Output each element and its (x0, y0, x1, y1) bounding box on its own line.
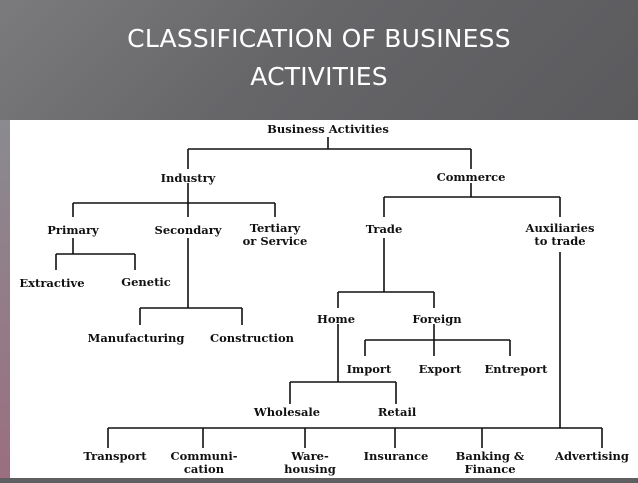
left-accent-bar (0, 120, 10, 478)
node-primary: Primary (47, 223, 99, 237)
title-line-2: ACTIVITIES (250, 62, 388, 91)
node-genetic: Genetic (121, 275, 171, 289)
diagram-sheet: Business Activities Industry Commerce Pr… (10, 120, 638, 478)
node-warehousing-line-1: Ware- (290, 449, 329, 463)
connector-commerce (383, 183, 561, 217)
node-foreign: Foreign (412, 312, 462, 326)
node-advertising: Advertising (554, 449, 629, 463)
node-banking-line-2: Finance (464, 462, 515, 476)
node-trade: Trade (366, 222, 403, 236)
node-retail: Retail (378, 405, 417, 419)
node-communication-line-2: cation (184, 462, 225, 476)
node-secondary: Secondary (155, 223, 222, 237)
node-auxiliaries-line-2: to trade (534, 234, 585, 248)
node-wholesale: Wholesale (253, 405, 320, 419)
node-tertiary-line-1: Tertiary (250, 221, 301, 235)
node-export: Export (419, 362, 462, 376)
node-import: Import (347, 362, 392, 376)
title-line-1: CLASSIFICATION OF BUSINESS (127, 24, 511, 53)
node-commerce: Commerce (437, 170, 506, 184)
connector-industry (72, 183, 276, 217)
node-home: Home (317, 312, 355, 326)
connector-foreign (364, 324, 511, 356)
node-transport: Transport (83, 449, 147, 463)
node-warehousing-line-2: housing (284, 462, 336, 476)
node-insurance: Insurance (364, 449, 429, 463)
node-banking-line-1: Banking & (456, 449, 525, 463)
connector-trade (337, 238, 435, 308)
node-construction: Construction (210, 331, 295, 345)
slide-title: CLASSIFICATION OF BUSINESS ACTIVITIES (0, 20, 638, 96)
node-extractive: Extractive (19, 276, 84, 290)
classification-tree: Business Activities Industry Commerce Pr… (19, 122, 629, 476)
connector-home (289, 324, 397, 404)
connector-secondary (139, 238, 243, 325)
node-entreport: Entreport (485, 362, 549, 376)
node-auxiliaries-line-1: Auxiliaries (525, 221, 595, 235)
node-manufacturing: Manufacturing (88, 331, 185, 345)
connector-primary (55, 238, 136, 270)
node-industry: Industry (161, 171, 216, 185)
node-business-activities: Business Activities (267, 122, 389, 136)
node-tertiary-line-2: or Service (243, 234, 308, 248)
connector-root (187, 137, 472, 169)
connector-auxiliaries (107, 252, 603, 448)
node-communication-line-1: Communi- (170, 449, 237, 463)
